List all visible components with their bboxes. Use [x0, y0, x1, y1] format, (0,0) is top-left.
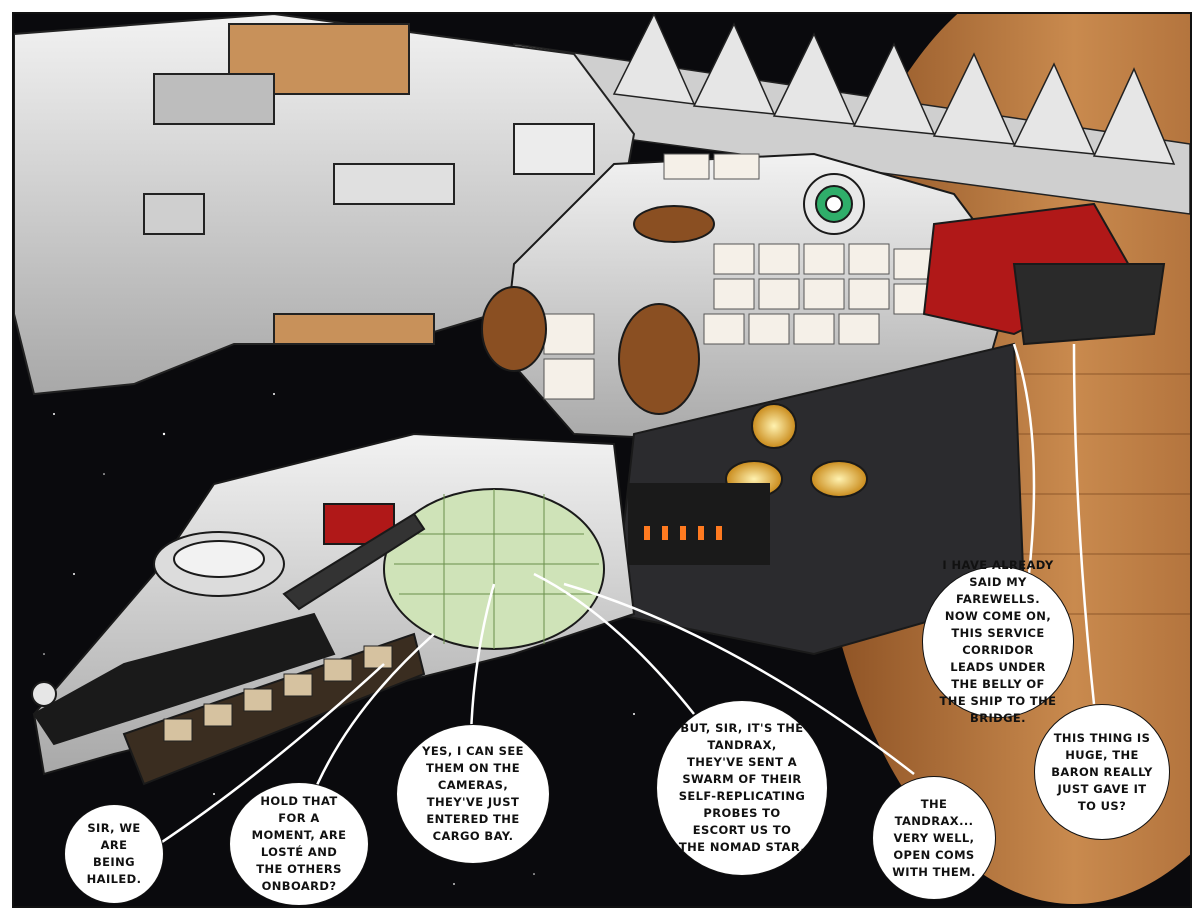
bubble-5-text: The Tandrax... very well, open coms with…: [892, 796, 976, 879]
main-ship: [31, 152, 1166, 786]
mothership-hull: [14, 14, 636, 396]
bubble-1-text: Sir, we are being hailed.: [86, 821, 142, 886]
bubble-4-text: But, sir, it's the Tandrax, they've sent…: [678, 721, 806, 854]
speech-tails: [158, 343, 1096, 846]
spaceship-illustration: [14, 14, 1190, 904]
speech-bubble-5: The Tandrax... very well, open coms with…: [872, 776, 996, 900]
speech-bubble-3: Yes, I can see them on the cameras, they…: [396, 724, 550, 864]
bubble-6-text: I have already said my farewells. Now co…: [939, 558, 1057, 725]
station-ring: [513, 14, 1190, 215]
speech-bubble-1: Sir, we are being hailed.: [64, 804, 164, 904]
bubble-3-text: Yes, I can see them on the cameras, they…: [422, 744, 524, 843]
comic-panel: Sir, we are being hailed. Hold that for …: [12, 12, 1192, 908]
speech-bubble-4: But, sir, it's the Tandrax, they've sent…: [656, 700, 828, 876]
bubble-7-text: This thing is huge, the Baron really jus…: [1051, 730, 1153, 813]
speech-bubble-2: Hold that for a moment, are Losté and th…: [229, 782, 369, 906]
speech-bubble-6: I have already said my farewells. Now co…: [922, 558, 1074, 725]
bubble-2-text: Hold that for a moment, are Losté and th…: [251, 794, 347, 893]
speech-bubble-7: This thing is huge, the Baron really jus…: [1034, 704, 1170, 840]
